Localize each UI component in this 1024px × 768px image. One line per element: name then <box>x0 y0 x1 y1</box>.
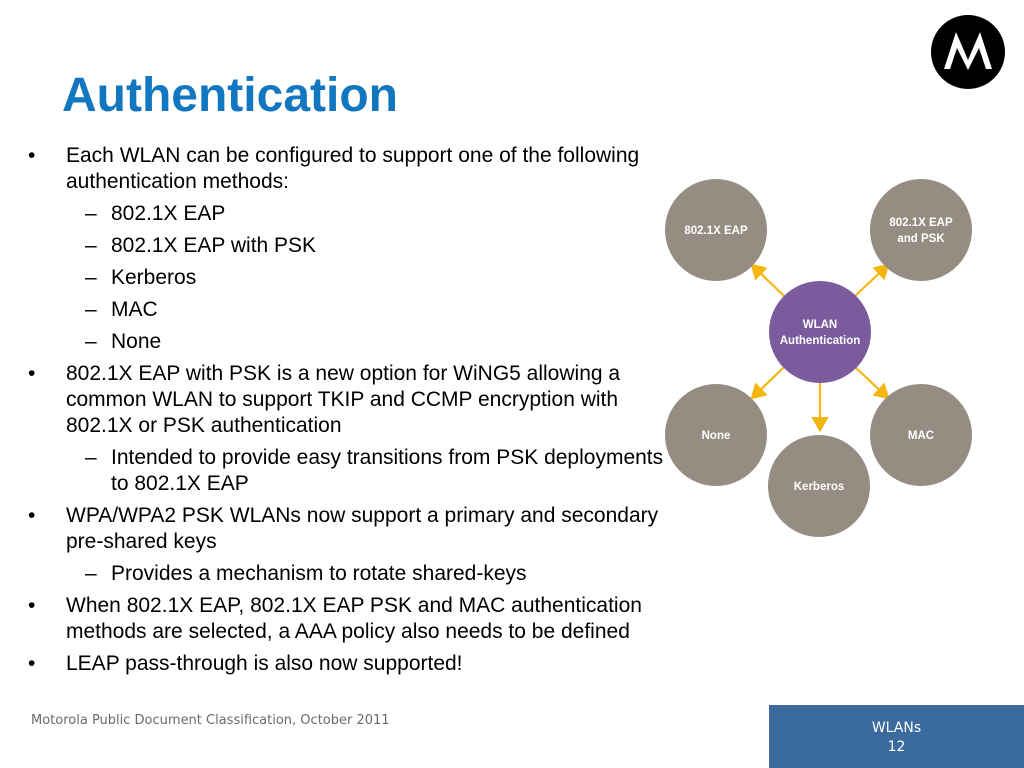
bullet-item: • Each WLAN can be configured to support … <box>26 143 666 195</box>
node-none-label: None <box>702 430 731 442</box>
sub-bullet-text: 802.1X EAP with PSK <box>111 234 317 257</box>
bullet-item: • 802.1X EAP with PSK is a new option for… <box>26 361 666 439</box>
bullet-text: Each WLAN can be configured to support o… <box>66 144 640 193</box>
arrow-to-mac <box>854 366 890 400</box>
auth-methods-diagram: 802.1X EAP 802.1X EAP and PSK WLAN Authe… <box>665 179 972 537</box>
node-kerberos-label: Kerberos <box>794 481 845 493</box>
motorola-logo-icon <box>931 15 1005 89</box>
node-mac: MAC <box>870 384 972 486</box>
sub-bullet-item: –802.1X EAP <box>26 201 666 227</box>
node-eap-psk: 802.1X EAP and PSK <box>870 179 972 281</box>
dash-marker: – <box>85 562 97 585</box>
sub-bullet-text: Kerberos <box>111 266 197 289</box>
bullet-item: • LEAP pass-through is also now supported… <box>26 651 666 677</box>
center-label-1: WLAN <box>803 319 838 331</box>
bullet-list: • Each WLAN can be configured to support … <box>26 143 666 683</box>
footer-classification: Motorola Public Document Classification,… <box>31 713 390 728</box>
bullet-marker: • <box>28 504 36 527</box>
bullet-marker: • <box>28 652 36 675</box>
sub-bullet-text: MAC <box>111 298 158 321</box>
sub-bullet-item: –Kerberos <box>26 265 666 291</box>
dash-marker: – <box>85 266 97 289</box>
bullet-text: 802.1X EAP with PSK is a new option for … <box>66 362 621 437</box>
sub-bullet-item: –MAC <box>26 297 666 323</box>
slide-title: Authentication <box>62 69 398 122</box>
bullet-text: WPA/WPA2 PSK WLANs now support a primary… <box>66 504 659 553</box>
bullet-item: • When 802.1X EAP, 802.1X EAP PSK and MAC… <box>26 593 666 645</box>
node-mac-label: MAC <box>908 430 934 442</box>
arrow-to-eap <box>750 263 785 297</box>
dash-marker: – <box>85 446 97 469</box>
bullet-text: LEAP pass-through is also now supported! <box>66 652 463 675</box>
node-center: WLAN Authentication <box>769 281 871 383</box>
footer-section: WLANs <box>871 720 922 736</box>
arrow-to-eap-psk <box>854 263 890 297</box>
node-eap: 802.1X EAP <box>665 179 767 281</box>
sub-bullet-item: –802.1X EAP with PSK <box>26 233 666 259</box>
sub-bullet-text: Provides a mechanism to rotate shared-ke… <box>111 562 527 585</box>
dash-marker: – <box>85 234 97 257</box>
bullet-marker: • <box>28 362 36 385</box>
dash-marker: – <box>85 330 97 353</box>
dash-marker: – <box>85 202 97 225</box>
node-none: None <box>665 384 767 486</box>
dash-marker: – <box>85 298 97 321</box>
node-kerberos: Kerberos <box>768 435 870 537</box>
sub-bullet-item: –None <box>26 329 666 355</box>
node-eap-psk-label-2: and PSK <box>897 233 945 245</box>
page-number: 12 <box>887 739 906 755</box>
center-label-2: Authentication <box>780 335 861 347</box>
bullet-marker: • <box>28 594 36 617</box>
arrows <box>750 263 890 433</box>
bullet-item: • WPA/WPA2 PSK WLANs now support a primar… <box>26 503 666 555</box>
sub-bullet-text: 802.1X EAP <box>111 202 226 225</box>
sub-bullet-text: Intended to provide easy transitions fro… <box>111 446 664 495</box>
footer-section-box: WLANs 12 <box>769 705 1024 768</box>
node-eap-label: 802.1X EAP <box>684 225 748 237</box>
node-eap-psk-label-1: 802.1X EAP <box>889 217 953 229</box>
sub-bullet-item: –Intended to provide easy transitions fr… <box>26 445 666 497</box>
bullet-marker: • <box>28 144 36 167</box>
sub-bullet-text: None <box>111 330 162 353</box>
arrow-to-none <box>750 366 785 400</box>
bullet-text: When 802.1X EAP, 802.1X EAP PSK and MAC … <box>66 594 642 643</box>
sub-bullet-item: –Provides a mechanism to rotate shared-k… <box>26 561 666 587</box>
